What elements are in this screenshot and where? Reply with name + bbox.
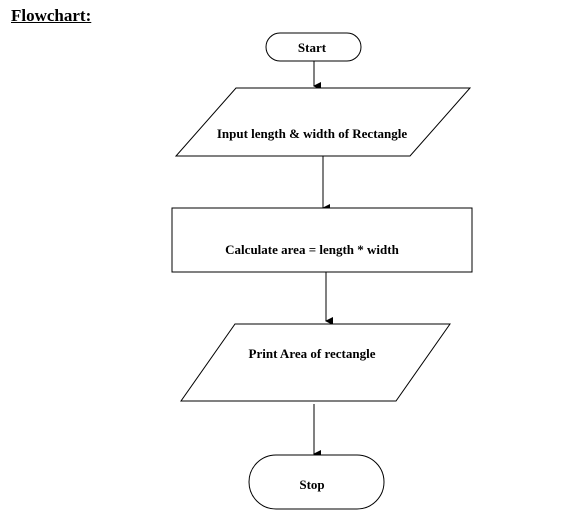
stop-label: Stop: [299, 477, 324, 492]
output-parallelogram: Print Area of rectangle: [180, 323, 451, 402]
stop-terminal: Stop: [248, 454, 385, 510]
start-terminal: Start: [265, 32, 362, 62]
flowchart-heading: Flowchart:: [11, 6, 92, 25]
input-label: Input length & width of Rectangle: [217, 126, 408, 141]
process-rectangle: Calculate area = length * width: [171, 207, 473, 273]
input-parallelogram: Input length & width of Rectangle: [174, 87, 472, 157]
start-label: Start: [298, 40, 327, 55]
process-label: Calculate area = length * width: [225, 242, 399, 257]
output-label: Print Area of rectangle: [249, 346, 376, 361]
